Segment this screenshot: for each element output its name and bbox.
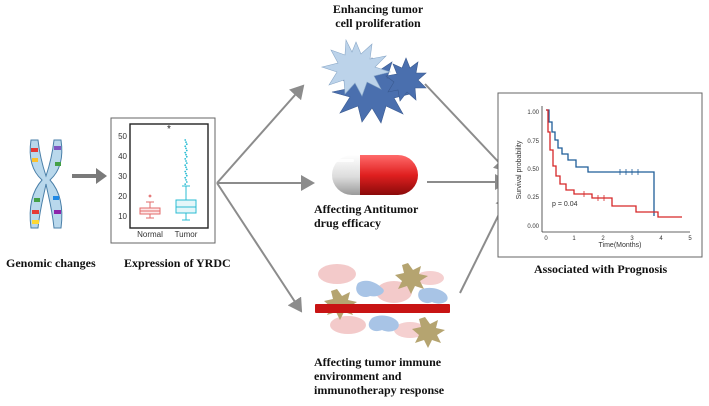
tumor-outlier-point (185, 179, 187, 181)
label-proliferation: Enhancing tumor cell proliferation (308, 2, 448, 30)
boxplot-xtick: Normal (137, 230, 163, 239)
chromosome-icon (29, 139, 63, 229)
tumor-outlier-point (184, 176, 187, 179)
label-proliferation-line1: Enhancing tumor (332, 2, 424, 16)
arrow-to-proliferation (216, 84, 305, 184)
label-expression: Expression of YRDC (124, 256, 231, 270)
tumor-outlier-point (185, 147, 187, 150)
tumor-outlier-point (184, 158, 187, 160)
normal-box (139, 194, 161, 219)
arrow-genomic-to-expression (72, 168, 107, 184)
label-drug-line1: Affecting Antitumor (314, 202, 419, 216)
label-proliferation-line2: cell proliferation (335, 16, 421, 30)
tumor-cell-stars-icon (320, 38, 427, 124)
arrow-to-immune (216, 182, 303, 313)
km-curve-high (546, 109, 682, 218)
km-panel: 1.00 0.75 0.50 0.25 0.00 0 1 2 3 4 5 Tim… (497, 92, 703, 258)
tumor-outlier-point (185, 181, 188, 183)
km-xtick: 3 (630, 236, 634, 242)
boxplot-ytick: 40 (118, 152, 127, 161)
tumor-outlier-point (184, 145, 187, 148)
boxplot-ytick: 10 (118, 212, 127, 221)
tumor-outlier-point (185, 153, 187, 156)
km-ytick: 0.75 (527, 139, 539, 145)
label-drug-line2: drug efficacy (314, 216, 381, 230)
tumor-outlier-point (185, 141, 187, 144)
label-drug-efficacy: Affecting Antitumor drug efficacy (314, 202, 418, 230)
tumor-outlier-point (185, 160, 187, 162)
tumor-outlier-point (184, 183, 187, 186)
km-xlabel: Time(Months) (599, 242, 642, 249)
km-curve-low (546, 109, 655, 216)
tumor-outlier-point (184, 139, 187, 141)
km-ylabel: Survival probability (516, 140, 523, 199)
tumor-outlier-point (184, 170, 187, 173)
km-pvalue: p = 0.04 (552, 201, 578, 208)
arrow-proliferation-to-prognosis (424, 83, 509, 173)
label-immune-line2: environment and (314, 369, 402, 383)
boxplot-xtick: Tumor (175, 230, 198, 239)
label-genomic-changes: Genomic changes (6, 256, 96, 270)
tumor-outlier-point (185, 155, 188, 158)
boxplot-panel: 50 40 30 20 10 * Normal (110, 117, 216, 244)
tumor-outlier-point (185, 168, 188, 171)
tumor-outliers (184, 139, 188, 186)
tumor-box (175, 185, 197, 221)
boxplot-ytick: 20 (118, 192, 127, 201)
label-immune: Affecting tumor immune environment and i… (314, 355, 444, 397)
tumor-outlier-point (184, 151, 187, 154)
tumor-outlier-point (185, 174, 188, 177)
label-immune-line3: immunotherapy response (314, 383, 445, 397)
immune-environment-icon (315, 263, 450, 348)
km-ytick: 0.25 (527, 195, 539, 201)
tumor-outlier-point (185, 143, 188, 146)
km-xtick: 4 (659, 236, 663, 242)
km-xtick: 1 (572, 236, 576, 242)
tumor-outlier-point (184, 164, 187, 167)
km-xtick: 5 (688, 236, 692, 242)
label-immune-line1: Affecting tumor immune (314, 355, 442, 369)
tumor-outlier-point (185, 172, 187, 175)
tumor-outlier-point (185, 149, 188, 152)
tumor-outlier-point (185, 166, 187, 169)
km-ytick: 0.00 (527, 224, 539, 230)
tumor-outlier-point (185, 162, 188, 165)
boxplot-ytick: 50 (118, 132, 127, 141)
km-xtick: 0 (544, 236, 548, 242)
label-prognosis: Associated with Prognosis (534, 262, 668, 276)
km-ytick: 1.00 (527, 110, 539, 116)
km-xtick: 2 (601, 236, 605, 242)
drug-pill-icon (332, 155, 418, 195)
significance-star: * (167, 124, 171, 135)
km-ytick: 0.50 (527, 167, 539, 173)
boxplot-ytick: 30 (118, 172, 127, 181)
